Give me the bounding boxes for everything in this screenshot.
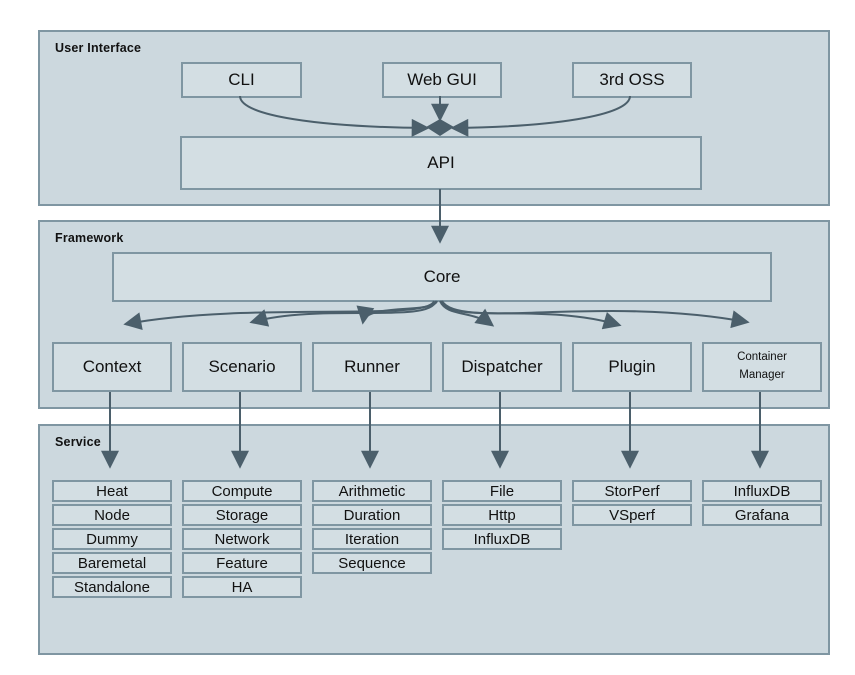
user-interface-layer-label: User Interface [55, 41, 142, 55]
plugin-module-box: Plugin [572, 342, 692, 392]
service-item: VSperf [572, 504, 692, 526]
service-item: Duration [312, 504, 432, 526]
service-item: HA [182, 576, 302, 598]
api-box: API [180, 136, 702, 190]
service-item: InfluxDB [702, 480, 822, 502]
service-item: File [442, 480, 562, 502]
user-interface-layer: User Interface CLI Web GUI 3rd OSS API [38, 30, 830, 206]
service-item: Http [442, 504, 562, 526]
core-box: Core [112, 252, 772, 302]
runner-service-stack: Arithmetic Duration Iteration Sequence [312, 480, 432, 574]
service-item: Grafana [702, 504, 822, 526]
service-item: Sequence [312, 552, 432, 574]
dispatcher-module-box: Dispatcher [442, 342, 562, 392]
framework-layer-label: Framework [55, 231, 124, 245]
service-item: Baremetal [52, 552, 172, 574]
service-layer: Service Heat Node Dummy Baremetal Standa… [38, 424, 830, 655]
third-party-oss-box: 3rd OSS [572, 62, 692, 98]
service-item: Standalone [52, 576, 172, 598]
framework-layer: Framework Core Context Scenario Runner D… [38, 220, 830, 409]
runner-module-box: Runner [312, 342, 432, 392]
dispatcher-service-stack: File Http InfluxDB [442, 480, 562, 550]
cli-box: CLI [181, 62, 302, 98]
service-item: StorPerf [572, 480, 692, 502]
service-item: Feature [182, 552, 302, 574]
service-item: Network [182, 528, 302, 550]
service-item: InfluxDB [442, 528, 562, 550]
service-item: Iteration [312, 528, 432, 550]
plugin-service-stack: StorPerf VSperf [572, 480, 692, 526]
container-manager-service-stack: InfluxDB Grafana [702, 480, 822, 526]
service-item: Arithmetic [312, 480, 432, 502]
service-item: Compute [182, 480, 302, 502]
service-item: Storage [182, 504, 302, 526]
context-service-stack: Heat Node Dummy Baremetal Standalone [52, 480, 172, 598]
scenario-module-box: Scenario [182, 342, 302, 392]
web-gui-box: Web GUI [382, 62, 502, 98]
service-item: Dummy [52, 528, 172, 550]
container-manager-module-box: Container Manager [702, 342, 822, 392]
service-item: Node [52, 504, 172, 526]
service-layer-label: Service [55, 435, 101, 449]
service-item: Heat [52, 480, 172, 502]
scenario-service-stack: Compute Storage Network Feature HA [182, 480, 302, 598]
context-module-box: Context [52, 342, 172, 392]
